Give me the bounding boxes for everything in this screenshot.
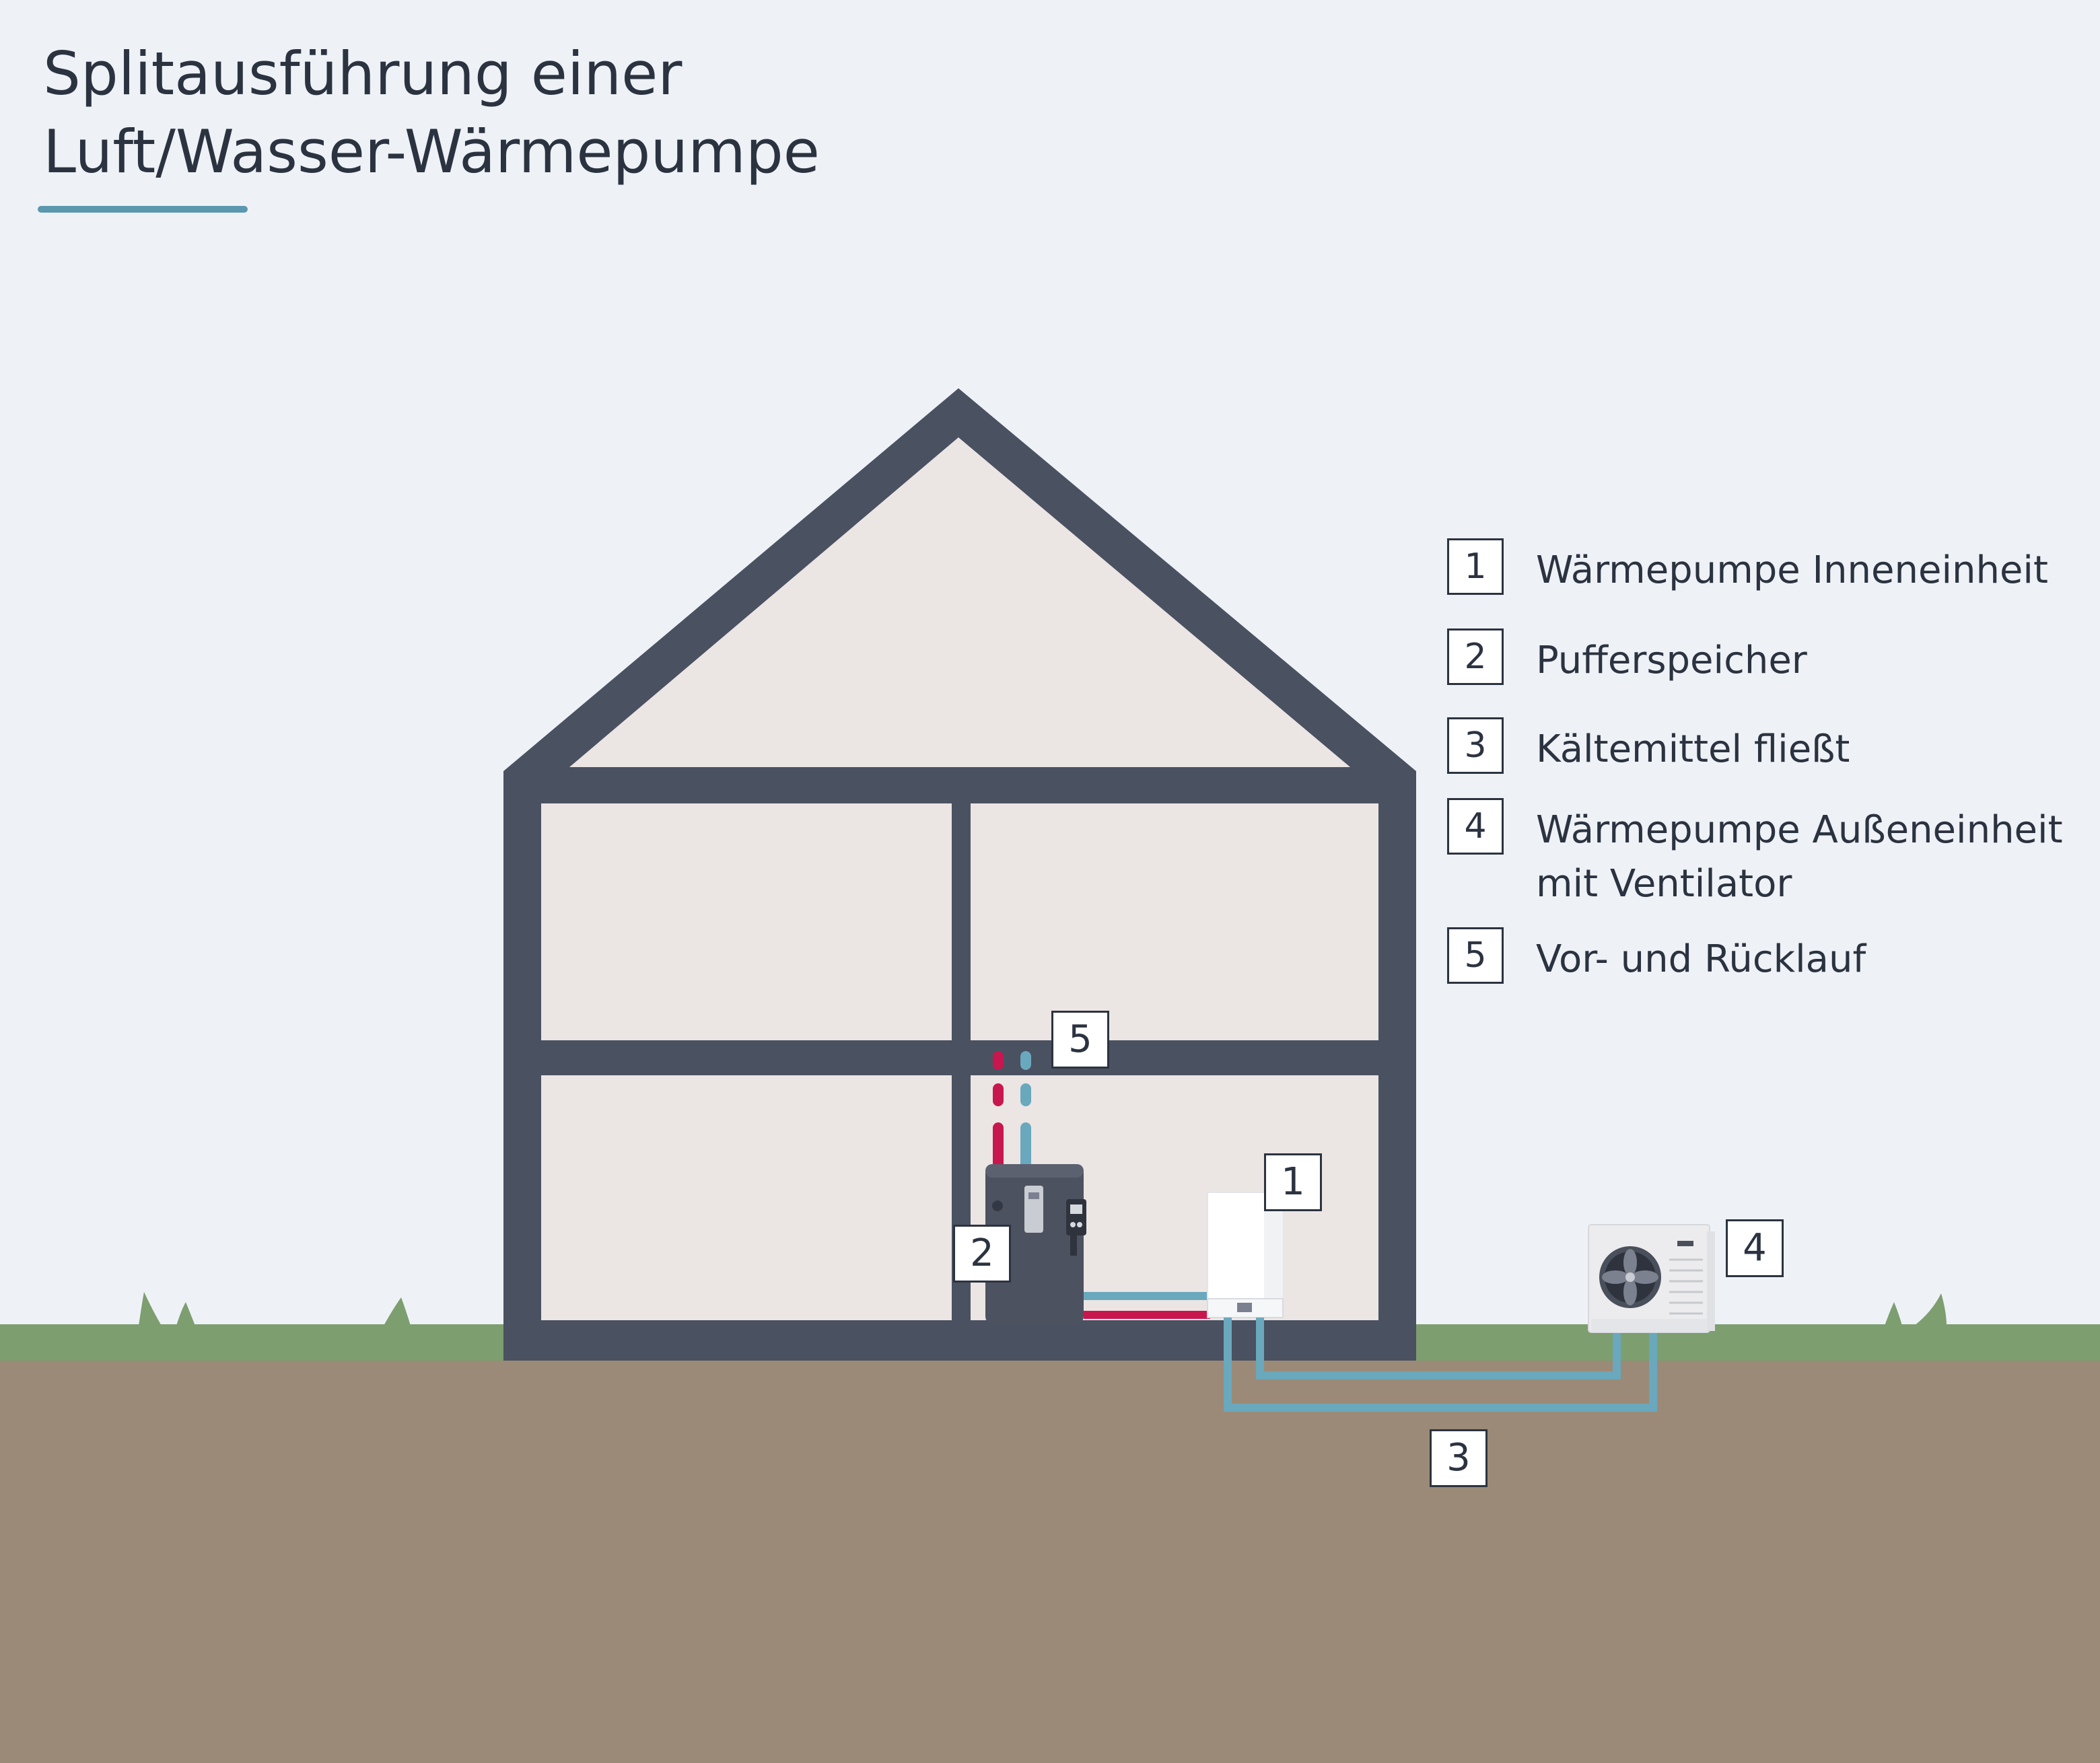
legend-label-line: Wärmepumpe Inneneinheit [1536,548,2048,592]
attic-room [569,437,1350,767]
return-pipe-horizontal [1084,1292,1210,1300]
legend-label-line: Wärmepumpe Außeneinheit [1536,808,2063,852]
title-underline [38,206,248,213]
title-line-2: Luft/Wasser-Wärmepumpe [43,117,820,186]
room-lower-left [541,1075,952,1320]
legend-label: Kältemittel fließt [1536,723,1850,777]
callout-indoor-unit: 1 [1264,1153,1322,1211]
legend-number-box: 4 [1447,798,1504,855]
callout-supply-return: 5 [1051,1011,1109,1069]
page-title: Splitausführung einer Luft/Wasser-Wärmep… [43,35,820,191]
callout-outdoor-unit: 4 [1726,1219,1784,1277]
refrigerant-line-outer [1224,1318,1657,1412]
legend-number-box: 3 [1447,717,1504,774]
legend-number-box: 1 [1447,538,1504,595]
callout-buffer-tank: 2 [953,1225,1011,1283]
soil [0,1361,2100,1763]
title-line-1: Splitausführung einer [43,39,682,108]
legend-label: Wärmepumpe Inneneinheit [1536,544,2048,598]
grass-tuft-left [139,1292,195,1326]
grass-tuft-right [1885,1293,1947,1326]
legend-label: Pufferspeicher [1536,634,1807,688]
buffer-tank [985,1164,1086,1326]
indoor-unit [1207,1192,1284,1318]
legend-number-box: 2 [1447,628,1504,685]
grass-tuft-mid [384,1297,411,1326]
legend-label-line: Pufferspeicher [1536,639,1807,682]
legend-number-box: 5 [1447,927,1504,984]
room-upper-right [971,803,1378,1040]
callout-refrigerant: 3 [1430,1429,1488,1487]
legend-label-line: Kältemittel fließt [1536,727,1850,771]
legend-label-line: mit Ventilator [1536,862,1792,906]
room-upper-left [541,803,952,1040]
legend-label: Vor- und Rücklauf [1536,933,1866,986]
refrigerant-line-inner [1256,1318,1621,1379]
legend-label-line: Vor- und Rücklauf [1536,937,1866,981]
supply-pipe-horizontal [1084,1311,1210,1319]
outdoor-unit [1588,1224,1715,1333]
legend-label: Wärmepumpe Außeneinheit mit Ventilator [1536,803,2063,911]
